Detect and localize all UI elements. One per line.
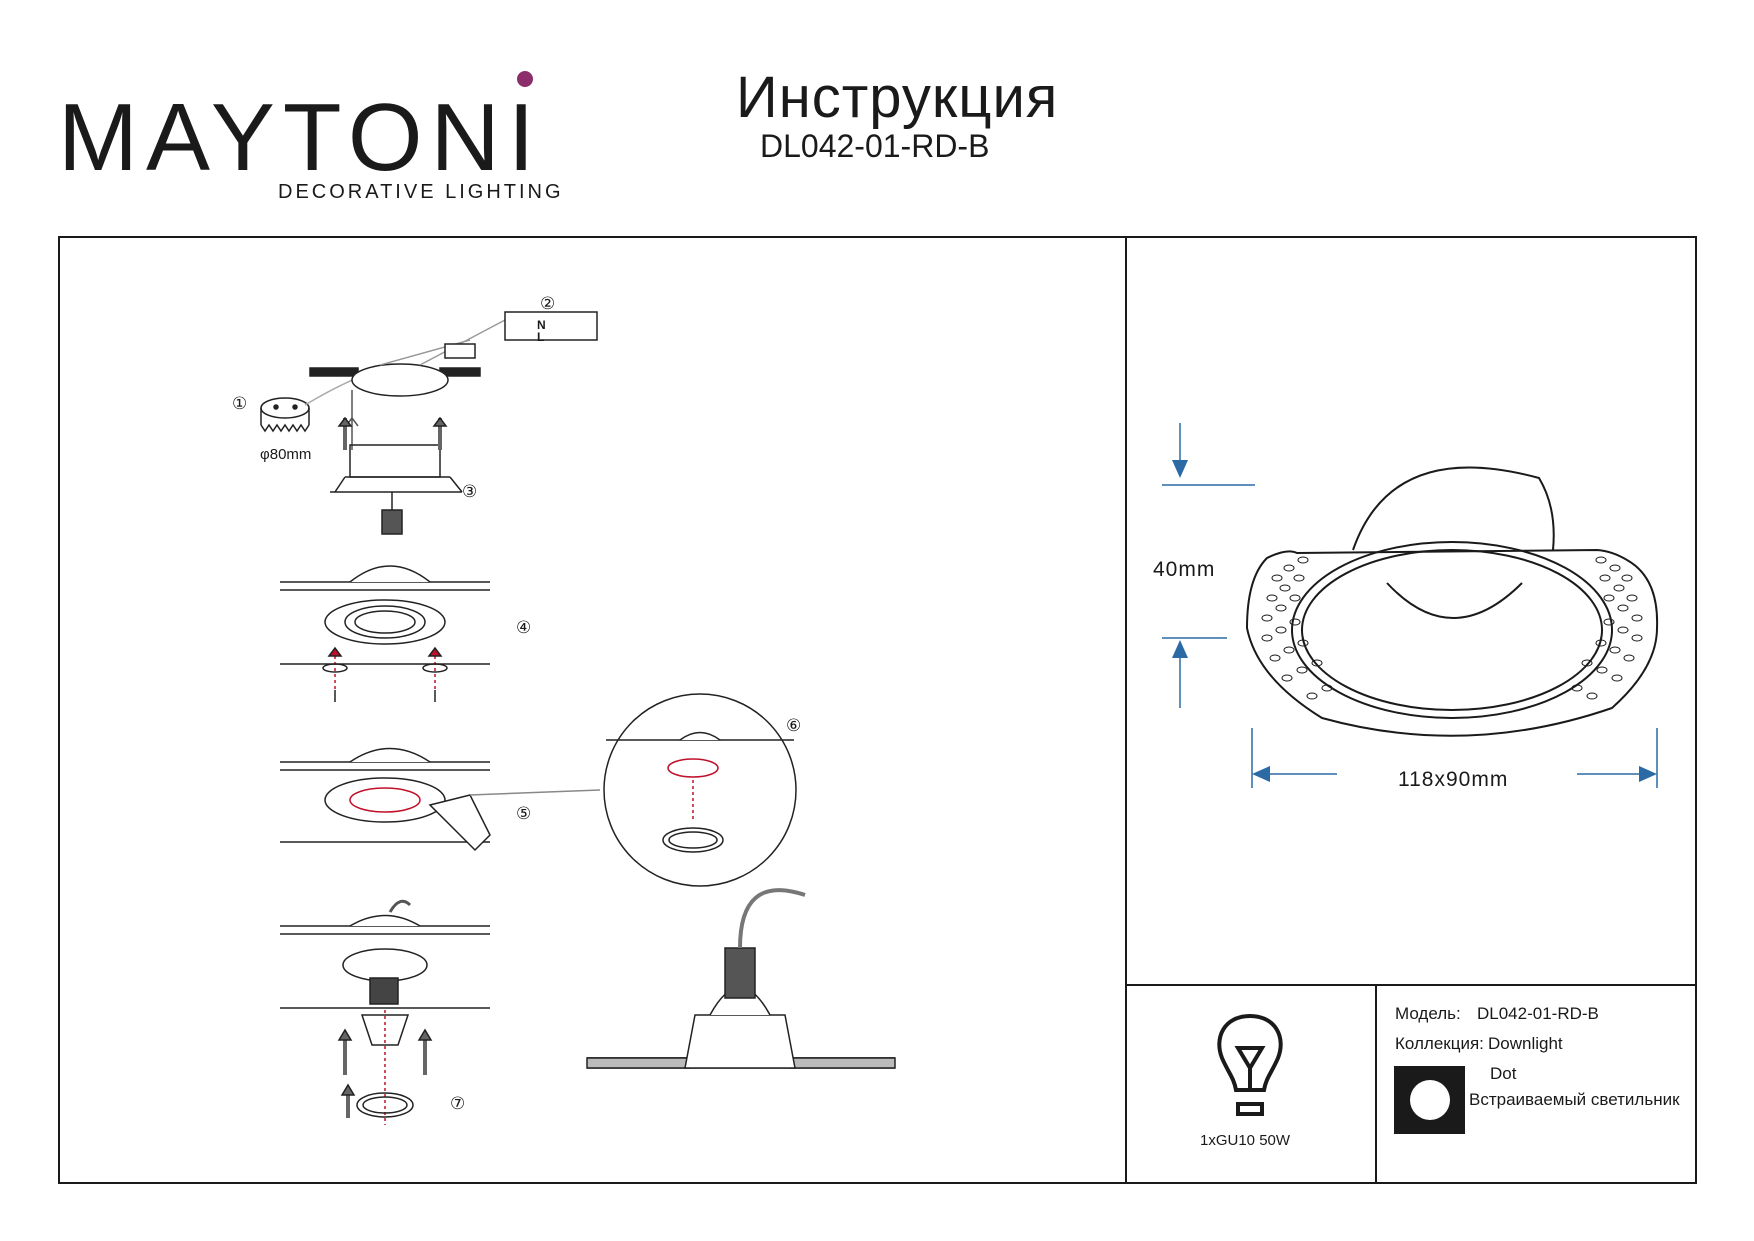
height-label: 40mm xyxy=(1153,558,1216,581)
brand-tagline: DECORATIVE LIGHTING xyxy=(278,181,564,203)
step-3-label: ③ xyxy=(462,482,478,501)
lamp-spec: 1xGU10 50W xyxy=(1200,1132,1291,1149)
step-2-label: ② xyxy=(540,294,556,313)
wire-n-label: N xyxy=(537,318,546,332)
fixture-circle-icon xyxy=(1410,1080,1450,1120)
brand-logo: MAYTONI DECORATIVE LIGHTING xyxy=(58,68,561,208)
model-code: DL042-01-RD-B xyxy=(760,128,990,164)
height-dimension xyxy=(1162,423,1255,708)
installed-fixture-illustration xyxy=(586,888,896,1069)
page-title: Инструкция xyxy=(736,65,1059,130)
instruction-frame xyxy=(58,236,1697,1184)
model-label: Модель: xyxy=(1395,1004,1461,1023)
size-label: 118x90mm xyxy=(1398,768,1509,791)
product-thumbnail xyxy=(1394,1066,1465,1134)
logo-dot xyxy=(517,71,533,87)
wire-l-label: L xyxy=(537,330,545,344)
product-type: Встраиваемый светильник xyxy=(1469,1090,1680,1109)
dimension-drawing xyxy=(1162,423,1659,788)
panel-divider-vertical xyxy=(1125,236,1127,1184)
collection-label: Коллекция: xyxy=(1395,1034,1484,1053)
collection-value: Downlight xyxy=(1488,1034,1563,1053)
brand-name: MAYTONI xyxy=(58,84,542,191)
lamp-insertion-illustration xyxy=(280,899,490,1125)
info-divider xyxy=(1375,984,1377,1184)
ventilation-holes xyxy=(1261,556,1643,700)
spring-clip-illustration xyxy=(280,693,797,887)
ceiling-hole-illustration xyxy=(309,311,598,535)
series-name: Dot xyxy=(1490,1064,1517,1083)
hole-diameter-label: φ80mm xyxy=(260,446,312,463)
mounting-illustration xyxy=(280,565,490,702)
step-1-label: ① xyxy=(232,394,248,413)
step-6-label: ⑥ xyxy=(786,716,802,735)
light-bulb-icon xyxy=(1217,1013,1283,1116)
panel-divider-horizontal xyxy=(1125,984,1697,986)
step-5-label: ⑤ xyxy=(516,804,532,823)
model-value: DL042-01-RD-B xyxy=(1477,1004,1599,1023)
installation-diagram xyxy=(260,311,896,1125)
width-dimension xyxy=(1251,728,1658,788)
step-4-label: ④ xyxy=(516,618,532,637)
step-7-label: ⑦ xyxy=(450,1094,466,1113)
